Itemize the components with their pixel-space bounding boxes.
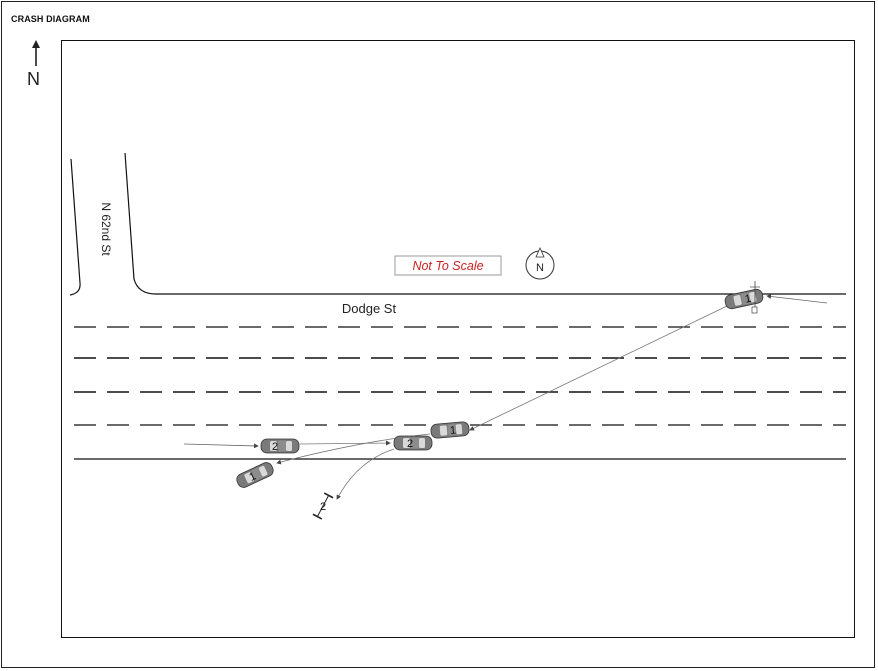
compass-icon: N [525,247,555,280]
vehicle1-path [766,294,828,304]
not-to-scale-box [394,255,502,276]
vehicle-2-approach-label: 2 [272,441,278,453]
vehicle1-path-2 [469,305,728,431]
vehicle-2-impact: 2 [393,435,433,451]
north-arrow-icon [32,40,40,66]
not-to-scale-label: Not To Scale [412,259,483,273]
vehicle2-path [183,443,259,449]
traffic-signal-icon [750,281,760,314]
vehicle2-path-3 [336,448,395,500]
north-label: N [27,69,40,89]
vehicle-1-impact: 1 [429,420,471,440]
n62nd-east-curb [124,152,846,295]
vehicle-1-rest-label: 1 [247,470,258,483]
street-label-n62nd: N 62nd St [99,202,113,256]
diagram-title: CRASH DIAGRAM [11,14,90,24]
street-label-dodge: Dodge St [342,301,397,316]
vehicle-1-final: 1 [723,287,765,311]
vehicle-1-rest: 1 [234,460,276,490]
compass-label: N [536,262,544,274]
vehicle-1-impact-label: 1 [450,424,457,436]
n62nd-west-curb [69,158,81,296]
diagram-canvas: N 62nd St Dodge St Not To Scale N 1 [61,40,855,638]
vehicle-2-rest: 2 [312,492,334,520]
vehicle-2-approach: 2 [260,438,300,454]
vehicle-2-rest-label: 2 [320,501,326,513]
vehicle2-path-2 [299,440,391,446]
vehicle-1-final-label: 1 [744,293,752,306]
crash-diagram-svg: N 62nd St Dodge St Not To Scale N 1 [69,152,846,520]
vehicle-2-impact-label: 2 [407,438,413,450]
